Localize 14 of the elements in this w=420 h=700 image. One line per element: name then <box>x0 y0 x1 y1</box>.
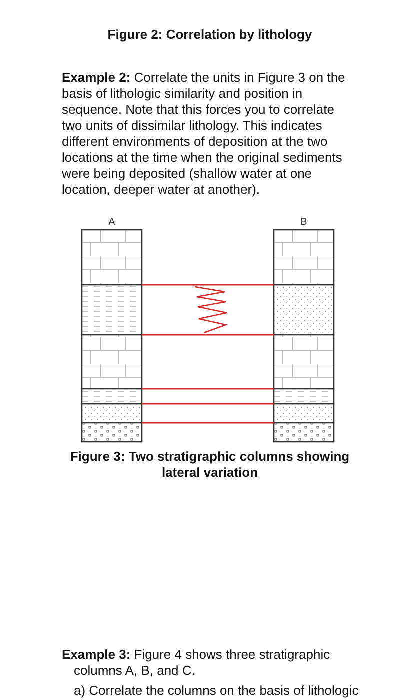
correlation-line <box>142 422 274 424</box>
paragraph-text: Example 3: Figure 4 shows three stratigraphic columns A, B, and C. <box>62 647 332 679</box>
figure-caption: Figure 3: Two stratigraphic columns showing lateral variation <box>69 449 351 481</box>
stratigraphic-column <box>81 229 143 443</box>
correlation-line <box>142 334 274 336</box>
correlation-line <box>142 284 274 286</box>
figure-title: Figure 2: Correlation by lithology <box>106 27 314 42</box>
column-label: B <box>300 217 308 229</box>
correlation-line <box>142 403 274 405</box>
paragraph-text: a) Correlate the columns on the basis of lithologic <box>74 683 360 699</box>
stratigraphic-column <box>273 229 335 443</box>
paragraph-text: Example 2: Correlate the units in Figure 3 on the basis of lithologic similarity and position in sequence. Note that this forces you to correlate two units of dissimilar lithology. This indicates different environments of deposition at the two locations at the time when the original sediments were being deposited (shallow water at one location, deeper water at another). <box>62 70 346 198</box>
correlation-line <box>142 388 274 390</box>
column-label: A <box>108 217 116 229</box>
